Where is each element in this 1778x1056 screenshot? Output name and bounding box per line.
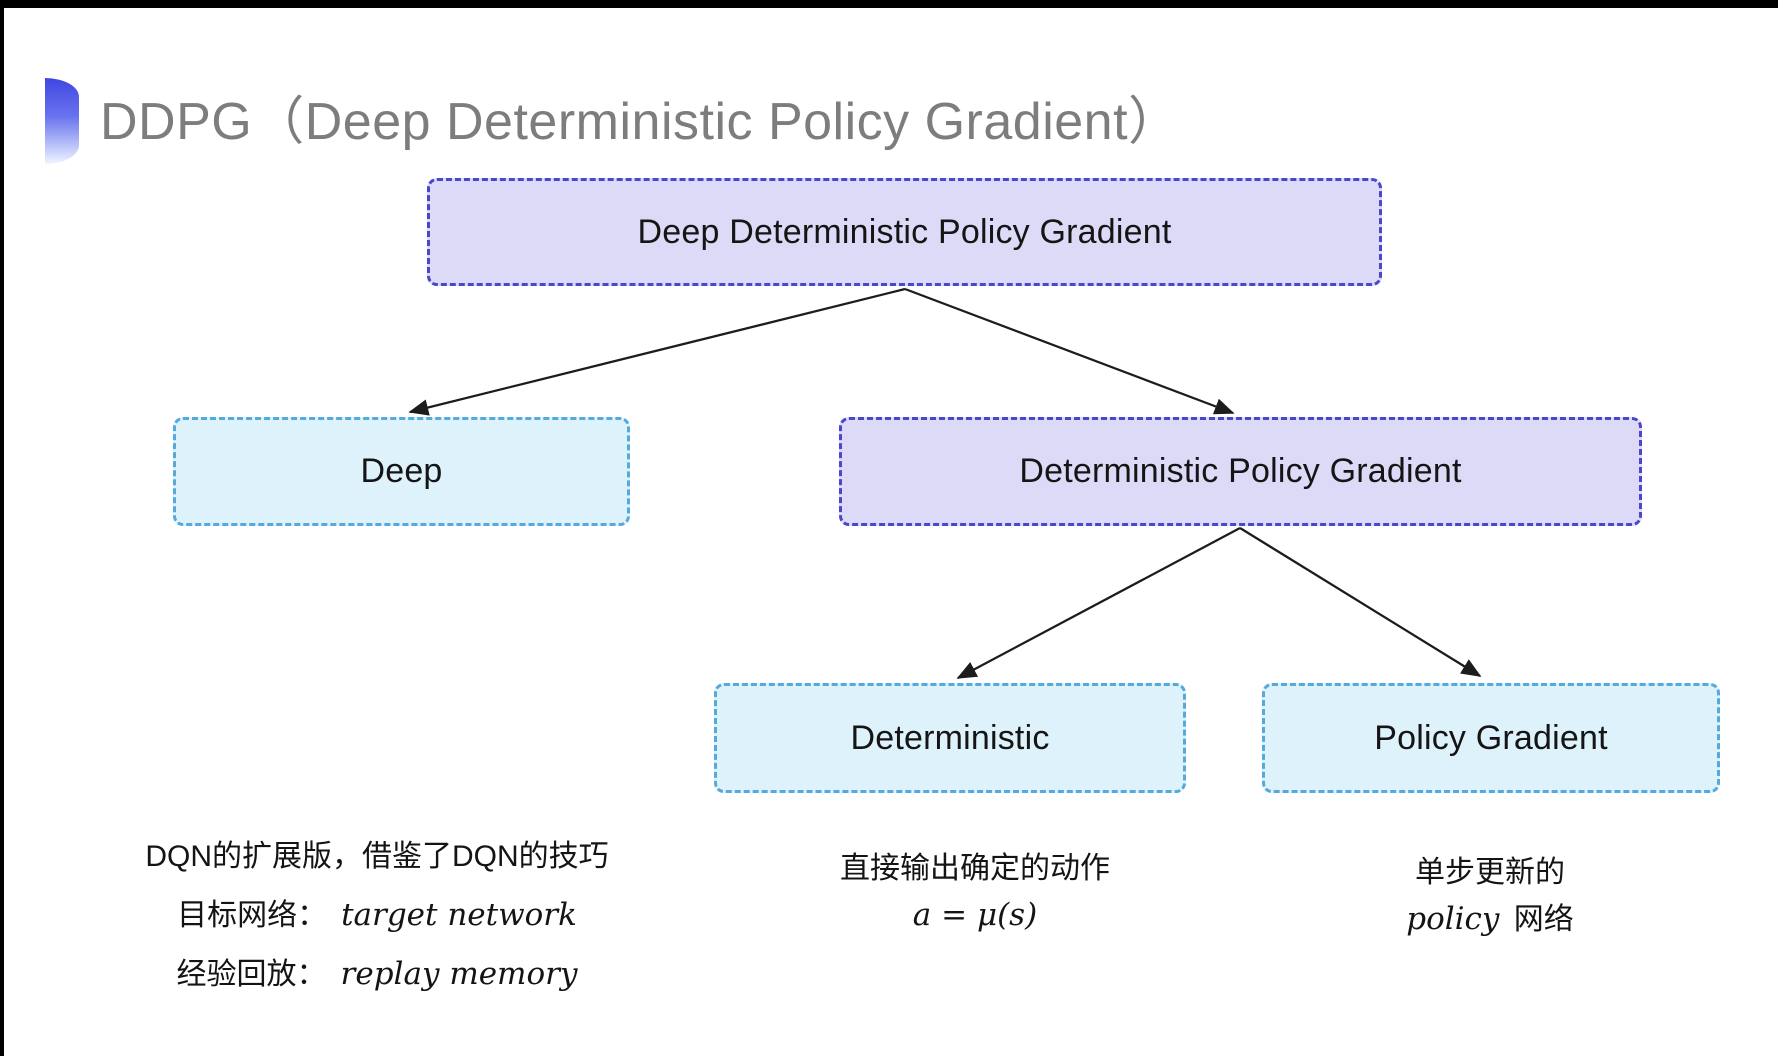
note-line-replay-memory: 经验回放： replay memory [115,945,639,1004]
note-term: replay memory [340,956,578,992]
note-line-single-step-update: 单步更新的 [1415,856,1565,889]
letterbox-left-bar [0,0,4,1056]
letterbox-top-bar [0,0,1778,8]
node-label: Deep [360,452,443,490]
notes-policy-gradient: 单步更新的 policy 网络 [1275,850,1705,943]
node-deterministic: Deterministic [714,683,1186,793]
note-term: policy [1406,901,1500,937]
title-bullet-icon [45,78,79,164]
note-formula-a-mu-s: a = μ(s) [912,897,1038,933]
node-label: Deterministic [850,718,1050,757]
arrow-dpg-to-policy-gradient [1239,527,1482,677]
node-deep: Deep [173,417,630,526]
notes-deterministic: 直接输出确定的动作 a = μ(s) [760,846,1190,938]
arrow-root-to-deep [408,287,906,416]
node-deterministic-policy-gradient: Deterministic Policy Gradient [839,417,1642,526]
node-label: Policy Gradient [1374,718,1608,757]
page-title: DDPG（Deep Deterministic Policy Gradient） [100,93,1181,151]
arrow-dpg-to-deterministic [956,527,1241,679]
note-line-deterministic-action: 直接输出确定的动作 [840,852,1110,885]
node-policy-gradient: Policy Gradient [1262,683,1720,793]
node-deep-deterministic-policy-gradient: Deep Deterministic Policy Gradient [427,178,1382,286]
note-line-target-network: 目标网络： target network [115,886,639,945]
node-label: Deterministic Policy Gradient [1019,452,1462,490]
node-label: Deep Deterministic Policy Gradient [637,212,1172,251]
notes-deep: DQN的扩展版，借鉴了DQN的技巧 目标网络： target network 经验… [115,828,639,1004]
note-term: target network [341,897,577,933]
note-label: 目标网络： [177,899,328,932]
arrow-root-to-dpg [904,287,1235,415]
note-suffix: 网络 [1505,903,1574,936]
note-line-dqn-extension: DQN的扩展版，借鉴了DQN的技巧 [145,840,609,873]
note-line-policy-network: policy 网络 [1275,896,1705,943]
note-label: 经验回放： [176,958,327,991]
